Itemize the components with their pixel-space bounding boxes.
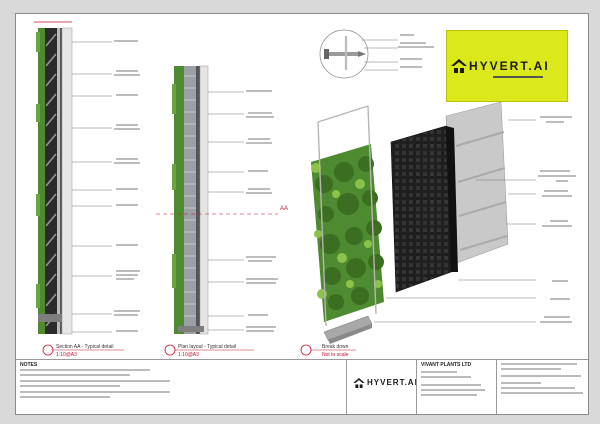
drawing-sheet: Section AA - Typical detail 1:10@A3 [15,13,589,415]
plan-layout-drawing [156,65,278,356]
company-details [421,371,485,396]
title-block-logo-icon [353,378,365,388]
title-block-logo-cell: HYVERT.AI [346,360,418,414]
irrigation-pipe [317,105,377,327]
exploded-view-scale: Not to scale [322,352,349,358]
notes-text [20,369,180,398]
brand-logo-icon [451,59,467,73]
brand-logo-tagline [493,76,543,78]
section-marker: AA [280,206,289,212]
bracket-detail-drawing [319,29,434,79]
modules-side-face [446,126,458,272]
hyvert-modules [390,125,452,293]
exploded-view-drawing [311,101,576,344]
section-view-scale: 1:10@A3 [56,352,77,358]
title-block-drawing-info-cell [496,360,588,414]
brand-logo-text: HYVERT.AI [469,59,550,73]
title-block-company-cell: VIVANT PLANTS LTD [416,360,497,414]
drawing-info-lines [501,363,583,394]
section-view-title: Section AA - Typical detail [56,344,114,350]
notes-heading: NOTES [20,362,38,368]
brand-logo-panel: HYVERT.AI [446,30,568,102]
exploded-view-title: Break down [322,344,349,350]
section-aa-drawing [34,21,140,356]
plan-view-title: Plan layout - Typical detail [178,344,236,350]
title-block: NOTES HYVERT.AI VIVANT PLANTS LTD [16,359,588,414]
company-name: VIVANT PLANTS LTD [421,362,472,368]
plan-view-scale: 1:10@A3 [178,352,199,358]
exploded-view-marker [300,344,356,356]
title-block-logo-text: HYVERT.AI [367,378,418,387]
aluminium-hangers [455,131,508,251]
